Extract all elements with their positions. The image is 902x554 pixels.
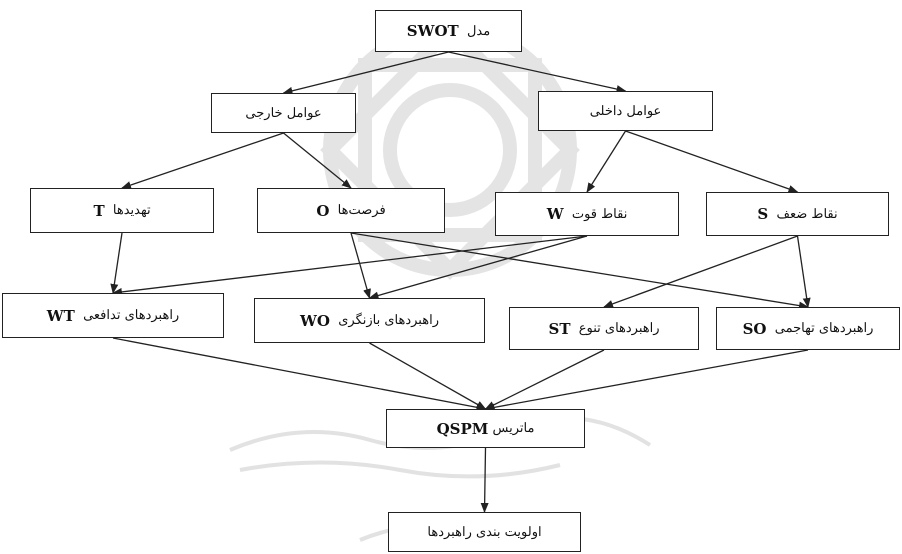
arrow-strengths-to-wt: [112, 235, 588, 296]
strengths-label: نقاط قوت: [571, 206, 628, 222]
opportunities-code: O: [316, 201, 330, 220]
wt-strategies-code: WT: [46, 306, 75, 325]
so-strategies-label: راهبردهای تهاجمی: [774, 321, 874, 336]
strategy-prioritization-box: اولویت بندی راهبردها: [388, 512, 581, 552]
qspm-matrix-code: QSPM: [436, 419, 489, 438]
arrow-swot-to-internal: [448, 51, 627, 93]
threats-label: تهدیدها: [112, 203, 151, 218]
st-strategies-box: راهبردهای تنوع ST: [509, 307, 699, 350]
arrow-weaknesses-to-st: [603, 235, 798, 308]
opportunities-box: فرصت‌ها O: [257, 188, 445, 233]
arrow-internal-to-weaknesses: [625, 130, 799, 193]
weaknesses-code: S: [757, 205, 769, 223]
internal-factors-box: عوامل داخلی: [538, 91, 713, 131]
threats-box: تهدیدها T: [30, 188, 214, 233]
so-strategies-box: راهبردهای تهاجمی SO: [716, 307, 900, 350]
st-strategies-label: راهبردهای تنوع: [578, 321, 660, 336]
arrow-opportunities-to-so: [350, 232, 809, 310]
strategy-prioritization-label: اولویت بندی راهبردها: [427, 524, 542, 540]
weaknesses-box: نقاط ضعف S: [706, 192, 889, 236]
arrow-qspm-to-priority: [480, 447, 489, 513]
edge-arrows: [110, 51, 811, 513]
arrow-swot-to-external: [282, 51, 449, 95]
swot-model-label: مدل: [466, 23, 491, 39]
strengths-code: W: [546, 205, 564, 223]
so-strategies-code: SO: [742, 319, 767, 338]
wo-strategies-label: راهبردهای بازنگری: [338, 313, 439, 328]
qspm-matrix-label: ماتریس: [492, 421, 535, 436]
arrow-weaknesses-to-so: [796, 235, 811, 308]
wo-strategies-code: WO: [300, 311, 330, 330]
wt-strategies-box: راهبردهای تدافعی WT: [2, 293, 224, 338]
arrow-so-to-qspm: [484, 349, 809, 412]
arrow-opportunities-to-wo: [350, 232, 371, 299]
external-factors-box: عوامل خارجی: [211, 93, 356, 133]
threats-code: T: [93, 201, 105, 220]
arrow-threats-to-wt: [110, 232, 123, 294]
strengths-box: نقاط قوت W: [495, 192, 679, 236]
arrow-strengths-to-wo: [368, 235, 588, 300]
arrow-internal-to-strengths: [586, 130, 627, 193]
st-strategies-code: ST: [548, 319, 571, 338]
opportunities-label: فرصت‌ها: [337, 203, 386, 218]
arrow-st-to-qspm: [484, 349, 605, 410]
arrow-external-to-opportunities: [283, 132, 352, 189]
weaknesses-label: نقاط ضعف: [776, 206, 838, 222]
arrow-wt-to-qspm: [112, 337, 487, 412]
wo-strategies-box: راهبردهای بازنگری WO: [254, 298, 485, 343]
internal-factors-label: عوامل داخلی: [589, 103, 662, 119]
wt-strategies-label: راهبردهای تدافعی: [83, 308, 180, 323]
external-factors-label: عوامل خارجی: [245, 105, 322, 121]
qspm-matrix-box: ماتریس QSPM: [386, 409, 585, 448]
swot-model-box: مدل SWOT: [375, 10, 522, 52]
swot-model-code: SWOT: [406, 22, 459, 40]
arrow-wo-to-qspm: [369, 342, 487, 410]
arrow-external-to-threats: [121, 132, 284, 189]
